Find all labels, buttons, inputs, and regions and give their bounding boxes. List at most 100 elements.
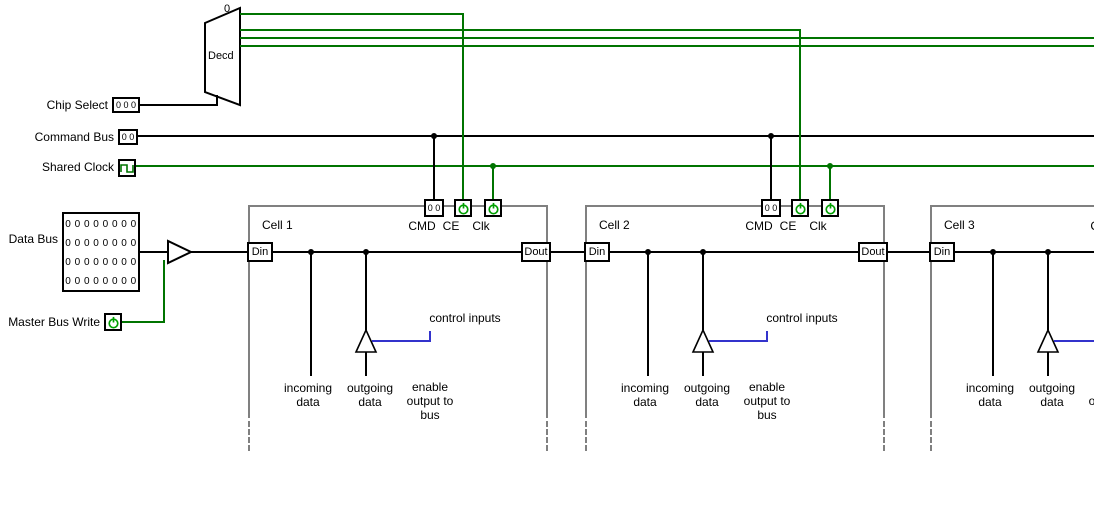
clk-label: Clk bbox=[472, 219, 490, 233]
tristate-shape bbox=[691, 328, 715, 353]
data-bus-row: 0 0 0 0 0 0 0 0 bbox=[65, 276, 137, 287]
wire-clk-drop[interactable] bbox=[492, 166, 494, 199]
wire-cell1-to-cell2[interactable] bbox=[551, 251, 585, 253]
clk-label: Clk bbox=[809, 219, 827, 233]
tristate-buffer[interactable] bbox=[691, 328, 715, 354]
wire-chip-select[interactable] bbox=[140, 104, 218, 106]
wire-databus-to-buffer[interactable] bbox=[140, 251, 168, 253]
wire-cell2-to-cell3[interactable] bbox=[888, 251, 930, 253]
cell-border-right bbox=[883, 205, 885, 418]
wire-incoming[interactable] bbox=[310, 252, 312, 376]
wire-chip-select-riser[interactable] bbox=[216, 95, 218, 105]
cmd-pin[interactable]: 0 0 bbox=[424, 199, 444, 217]
cmd-pin[interactable]: 0 0 bbox=[761, 199, 781, 217]
wire-shared-clock[interactable] bbox=[136, 165, 1094, 167]
bus-buffer[interactable] bbox=[166, 238, 194, 266]
cell-3: Cell 3 0 0 CMD CE Clk control inputs bbox=[929, 0, 1094, 506]
cell-border-right bbox=[546, 205, 548, 418]
clk-button[interactable] bbox=[821, 199, 839, 217]
wire-enable[interactable] bbox=[1054, 340, 1094, 342]
ce-button[interactable] bbox=[454, 199, 472, 217]
tristate-shape bbox=[1036, 328, 1060, 353]
wire-buffer-to-cell1[interactable] bbox=[190, 251, 248, 253]
decoder[interactable] bbox=[202, 5, 242, 107]
data-bus-row: 0 0 0 0 0 0 0 0 bbox=[65, 257, 137, 268]
dout-box[interactable]: Dout bbox=[521, 242, 551, 262]
decoder-select-value: 0 bbox=[224, 3, 231, 15]
junction-dot bbox=[827, 163, 833, 169]
wire-cell-bus[interactable] bbox=[955, 251, 1094, 253]
decoder-shape bbox=[204, 6, 241, 107]
wire-outgoing-lower[interactable] bbox=[365, 351, 367, 376]
shared-clock[interactable] bbox=[118, 159, 136, 177]
buffer-shape bbox=[167, 239, 194, 265]
cell-border-left-dashed bbox=[248, 421, 250, 451]
command-bus-pin[interactable]: 0 0 bbox=[118, 129, 138, 145]
cell-border-right-dashed bbox=[546, 421, 548, 451]
cell-2: Cell 2 0 0 CMD CE Clk control inputs bbox=[584, 0, 925, 506]
cell-border-top bbox=[248, 205, 548, 207]
cell-border-right-dashed bbox=[883, 421, 885, 451]
wire-outgoing-upper[interactable] bbox=[702, 252, 704, 330]
wire-decoder-out-1[interactable] bbox=[240, 29, 801, 31]
enable-caption: output to bbox=[1088, 394, 1094, 408]
clock-waveform-icon bbox=[120, 164, 134, 173]
wire-cell-bus[interactable] bbox=[610, 251, 858, 253]
data-bus-row: 0 0 0 0 0 0 0 0 bbox=[65, 219, 137, 230]
wire-clk-drop[interactable] bbox=[829, 166, 831, 199]
ce-label: CE bbox=[779, 219, 797, 233]
clk-button[interactable] bbox=[484, 199, 502, 217]
wire-master-bus-write[interactable] bbox=[122, 321, 165, 323]
cell-border-left bbox=[248, 205, 250, 418]
dout-box[interactable]: Dout bbox=[858, 242, 888, 262]
wire-enable-riser[interactable] bbox=[766, 331, 768, 341]
incoming-caption: incoming bbox=[965, 381, 1015, 395]
din-box[interactable]: Din bbox=[584, 242, 610, 262]
cell-border-left bbox=[930, 205, 932, 418]
din-box[interactable]: Din bbox=[929, 242, 955, 262]
tristate-buffer[interactable] bbox=[354, 328, 378, 354]
junction-dot bbox=[431, 133, 437, 139]
chip-select-pin[interactable]: 0 0 0 bbox=[112, 97, 140, 113]
chip-select-value: 0 0 0 bbox=[115, 100, 137, 110]
master-bus-write-button[interactable] bbox=[104, 313, 122, 331]
wire-decoder-out-0[interactable] bbox=[240, 13, 464, 15]
wire-cmd-drop[interactable] bbox=[770, 136, 772, 199]
wire-ce-drop[interactable] bbox=[462, 14, 464, 199]
wire-master-bus-write-riser[interactable] bbox=[163, 260, 165, 322]
cell-border-left-dashed bbox=[585, 421, 587, 451]
outgoing-caption: data bbox=[1040, 395, 1064, 409]
outgoing-caption: outgoing bbox=[1028, 381, 1076, 395]
din-box[interactable]: Din bbox=[247, 242, 273, 262]
incoming-caption: data bbox=[296, 395, 320, 409]
wire-enable[interactable] bbox=[709, 340, 768, 342]
wire-outgoing-lower[interactable] bbox=[1047, 351, 1049, 376]
wire-cmd-drop[interactable] bbox=[433, 136, 435, 199]
wire-command-bus[interactable] bbox=[138, 135, 1094, 137]
wire-ce-drop[interactable] bbox=[799, 30, 801, 199]
cmd-value: 0 0 bbox=[764, 203, 778, 213]
power-icon bbox=[487, 202, 499, 215]
wire-cell-bus[interactable] bbox=[273, 251, 521, 253]
wire-decoder-out-3[interactable] bbox=[240, 45, 1094, 47]
junction-dot bbox=[768, 133, 774, 139]
data-bus-label: Data Bus bbox=[8, 232, 58, 246]
wire-outgoing-upper[interactable] bbox=[1047, 252, 1049, 330]
enable-caption: enable bbox=[748, 380, 786, 394]
cell-border-top bbox=[585, 205, 885, 207]
wire-incoming[interactable] bbox=[992, 252, 994, 376]
wire-enable-riser[interactable] bbox=[429, 331, 431, 341]
wire-decoder-out-2[interactable] bbox=[240, 37, 1094, 39]
wire-outgoing-lower[interactable] bbox=[702, 351, 704, 376]
control-inputs-caption: control inputs bbox=[429, 311, 501, 325]
wire-outgoing-upper[interactable] bbox=[365, 252, 367, 330]
wire-incoming[interactable] bbox=[647, 252, 649, 376]
command-bus-label: Command Bus bbox=[34, 130, 114, 144]
wire-enable[interactable] bbox=[372, 340, 431, 342]
incoming-caption: incoming bbox=[283, 381, 333, 395]
cell-title: Cell 2 bbox=[599, 218, 630, 232]
tristate-buffer[interactable] bbox=[1036, 328, 1060, 354]
ce-button[interactable] bbox=[791, 199, 809, 217]
data-bus-pin[interactable]: 0 0 0 0 0 0 0 0 0 0 0 0 0 0 0 0 0 0 0 0 … bbox=[62, 212, 140, 292]
